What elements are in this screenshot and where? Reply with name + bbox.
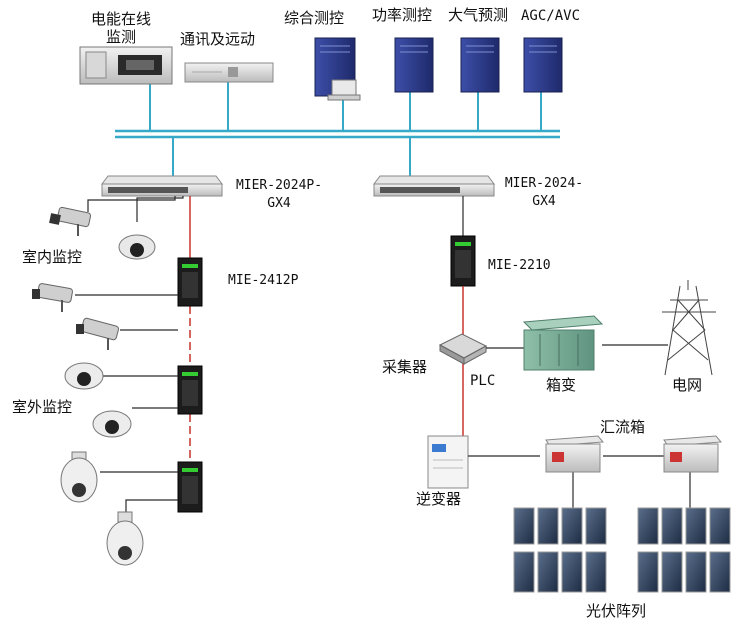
indoor-monitoring-label: 室内监控 — [22, 248, 83, 266]
outdoor-ptz-camera-2 — [106, 511, 144, 566]
server-drop-lines — [149, 82, 542, 176]
pv-array-right — [637, 507, 731, 593]
combiner-links — [468, 455, 691, 508]
collector-to-box-link — [486, 344, 668, 349]
combiner-box-label: 汇流箱 — [600, 418, 646, 436]
box-transformer — [522, 315, 604, 371]
left-field-switch-2 — [177, 365, 203, 415]
pv-array-label: 光伏阵列 — [586, 602, 647, 620]
collector-label: 采集器 — [382, 358, 428, 376]
weather-forecast-label: 大气预测 — [448, 6, 509, 24]
agc-avc-label: AGC/AVC — [521, 8, 581, 24]
left-field-switch-1 — [177, 257, 203, 307]
left-core-switch — [101, 175, 223, 197]
integrated-control-server — [314, 37, 361, 101]
indoor-dome-camera — [118, 234, 156, 260]
right-core-switch-label: MIER-2024- GX4 — [504, 176, 584, 209]
right-core-switch — [373, 175, 495, 197]
power-quality-server — [79, 46, 173, 85]
agc-avc-server — [523, 37, 563, 93]
comms-label: 通讯及远动 — [180, 30, 256, 48]
power-control-label: 功率测控 — [372, 6, 433, 24]
indoor-camera-links — [87, 196, 184, 222]
inverter-label: 逆变器 — [416, 490, 462, 508]
collector-device — [438, 333, 488, 365]
power-control-server — [394, 37, 434, 93]
right-field-switch-label: MIE-2210 — [488, 258, 551, 273]
pv-array-left — [513, 507, 607, 593]
integrated-control-label: 综合测控 — [284, 9, 345, 27]
left-field-switch-label: MIE-2412P — [228, 273, 299, 288]
right-field-switch — [450, 235, 476, 287]
comms-server — [184, 62, 274, 83]
combiner-box-2 — [663, 435, 723, 473]
power-quality-label: 电能在线 监测 — [90, 10, 151, 46]
box-transformer-label: 箱变 — [546, 376, 577, 394]
outdoor-dome-camera-1 — [64, 362, 104, 390]
left-core-switch-label: MIER-2024P- GX4 — [235, 178, 323, 211]
power-grid-tower — [662, 280, 716, 376]
grid-label: 电网 — [672, 376, 703, 394]
weather-forecast-server — [460, 37, 500, 93]
network-bus — [115, 129, 560, 139]
outdoor-bullet-camera-2 — [76, 317, 120, 350]
plc-label: PLC — [470, 373, 496, 389]
outdoor-ptz-camera-1 — [60, 451, 98, 503]
outdoor-dome-camera-2 — [92, 410, 132, 438]
combiner-box-1 — [545, 435, 605, 473]
outdoor-monitoring-label: 室外监控 — [12, 398, 73, 416]
inverter — [427, 435, 469, 489]
indoor-bullet-camera — [49, 206, 92, 236]
left-field-switch-3 — [177, 461, 203, 513]
outdoor-bullet-camera-1 — [32, 283, 73, 312]
